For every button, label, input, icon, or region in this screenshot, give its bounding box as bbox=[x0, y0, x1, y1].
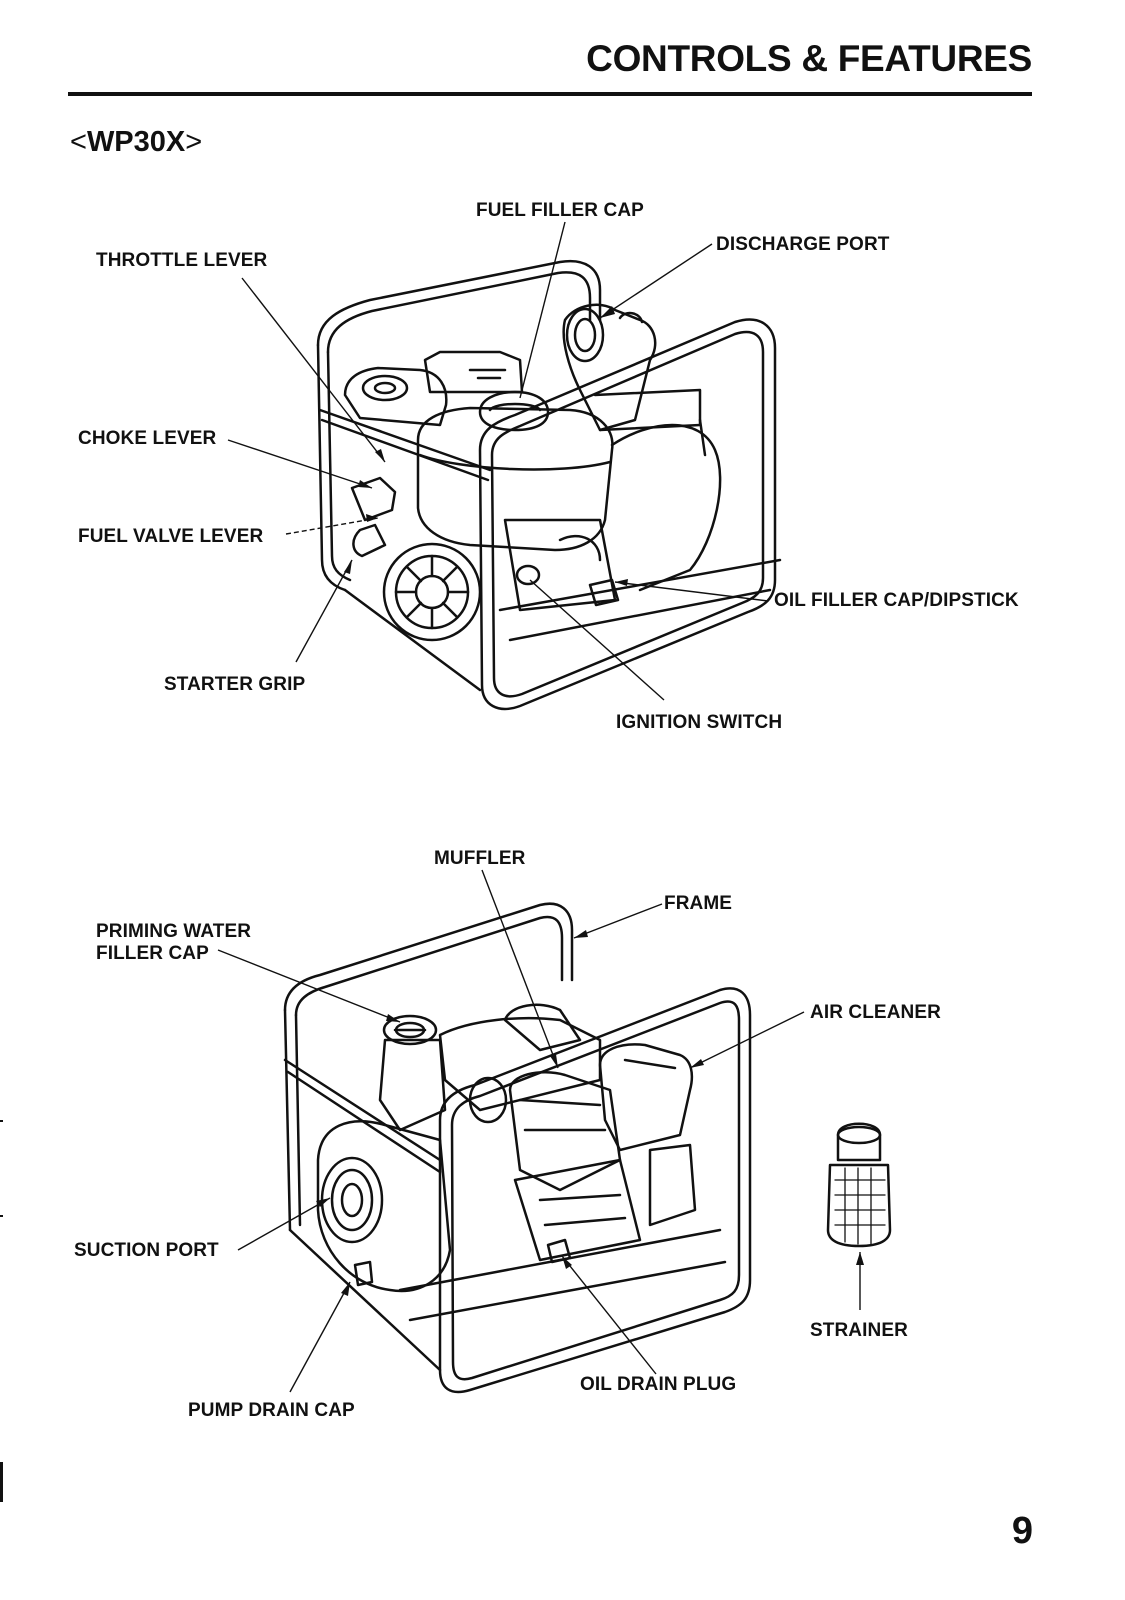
callout-oil-drain-plug: OIL DRAIN PLUG bbox=[580, 1374, 737, 1395]
margin-mark bbox=[0, 1215, 3, 1217]
callout-priming-water-filler-cap: PRIMING WATER FILLER CAP bbox=[96, 921, 251, 965]
page-title: CONTROLS & FEATURES bbox=[586, 38, 1032, 79]
page-number: 9 bbox=[1011, 1510, 1033, 1552]
callout-fuel-valve-lever: FUEL VALVE LEVER bbox=[78, 526, 264, 547]
callout-frame: FRAME bbox=[664, 893, 733, 914]
callout-strainer: STRAINER bbox=[810, 1320, 908, 1341]
callout-suction-port: SUCTION PORT bbox=[74, 1240, 219, 1261]
model-heading: <WP30X> bbox=[70, 126, 203, 158]
callout-ignition-switch: IGNITION SWITCH bbox=[616, 712, 783, 733]
pump-rear-view-illustration bbox=[217, 869, 892, 1394]
callout-priming-water-line2: FILLER CAP bbox=[96, 943, 209, 964]
margin-mark bbox=[0, 1462, 3, 1502]
callout-oil-filler-cap-dipstick: OIL FILLER CAP/DIPSTICK bbox=[774, 590, 1019, 611]
margin-mark bbox=[0, 1120, 3, 1122]
pump-front-view-illustration bbox=[227, 221, 782, 711]
title-rule bbox=[68, 92, 1032, 96]
callout-fuel-filler-cap: FUEL FILLER CAP bbox=[476, 200, 644, 221]
callout-pump-drain-cap: PUMP DRAIN CAP bbox=[188, 1400, 355, 1421]
callout-throttle-lever: THROTTLE LEVER bbox=[96, 250, 268, 271]
callout-starter-grip: STARTER GRIP bbox=[164, 674, 306, 695]
model-name: WP30X bbox=[86, 126, 186, 158]
callout-air-cleaner: AIR CLEANER bbox=[810, 1002, 941, 1023]
callout-discharge-port: DISCHARGE PORT bbox=[716, 234, 890, 255]
callout-muffler: MUFFLER bbox=[434, 848, 526, 869]
callout-choke-lever: CHOKE LEVER bbox=[78, 428, 217, 449]
callout-priming-water-line1: PRIMING WATER bbox=[96, 921, 252, 942]
